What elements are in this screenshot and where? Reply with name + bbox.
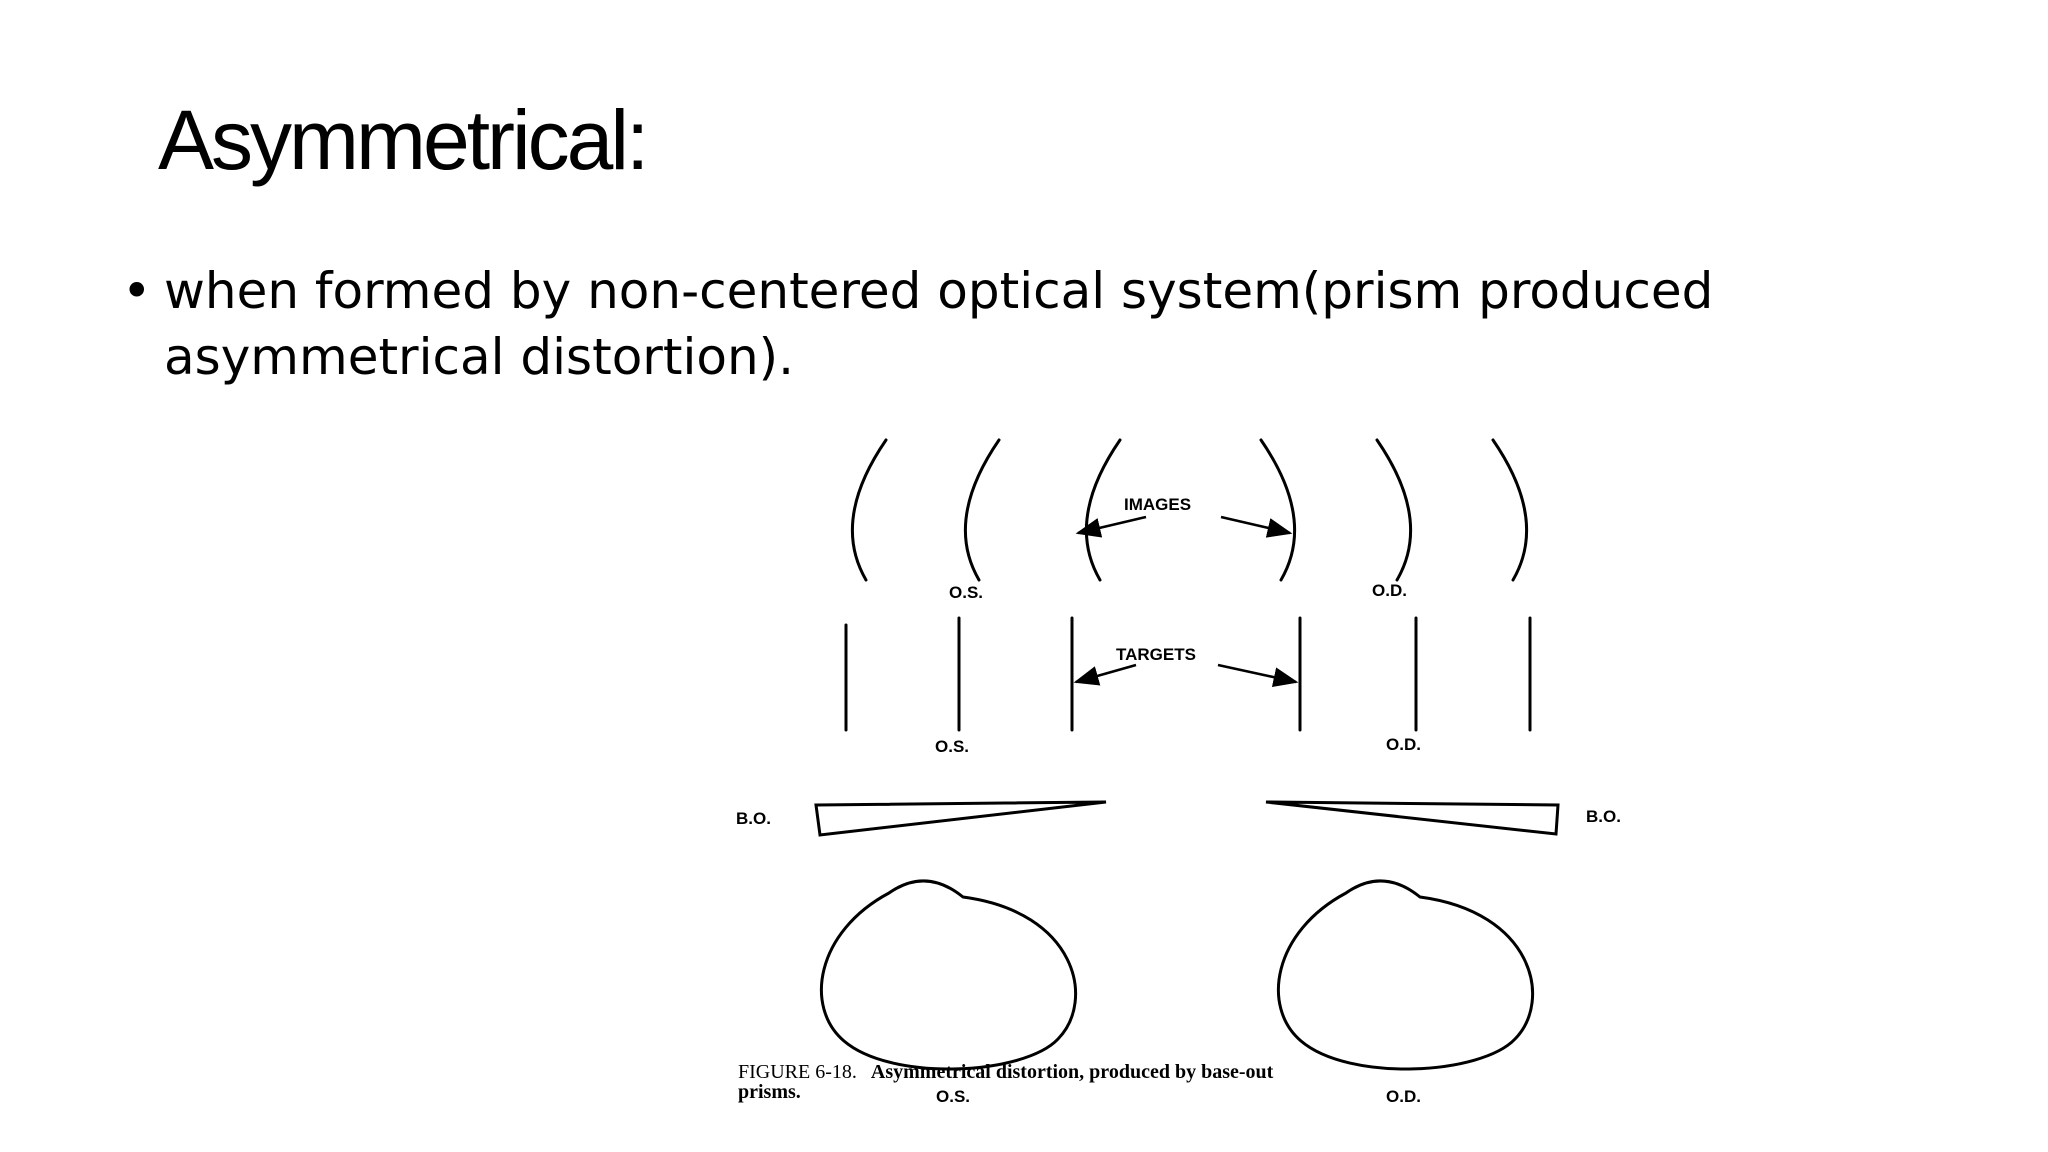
figure-background (716, 420, 1726, 1120)
image-arc-left-2 (963, 438, 1001, 582)
images-arrow-right (1220, 515, 1293, 538)
os-label-eye: O.S. (936, 1087, 970, 1106)
images-label: IMAGES (1124, 495, 1191, 514)
targets-label: TARGETS (1116, 645, 1196, 664)
slide-title: Asymmetrical: (158, 98, 649, 182)
bo-label-left: B.O. (736, 809, 771, 828)
images-arrow-left (1075, 515, 1147, 538)
prism-right (1265, 800, 1560, 836)
od-label-images: O.D. (1372, 581, 1407, 600)
eye-left (820, 879, 1078, 1071)
figure-svg: IMAGES TARGETS O.S. O.D. O.S. O.D. B.O. … (716, 420, 1726, 1120)
bullet-dot: • (122, 262, 152, 320)
image-arc-right-2 (1375, 438, 1413, 582)
figure-caption-line-2: prisms. (738, 1081, 801, 1103)
image-arc-right-1 (1491, 438, 1529, 582)
targets-arrow-right (1217, 663, 1299, 687)
slide-title-colon: : (626, 93, 649, 187)
figure-caption-text: Asymmetrical distortion, produced by bas… (871, 1061, 1274, 1083)
bullet-item: • when formed by non-centered optical sy… (122, 258, 1842, 390)
bullet-text: when formed by non-centered optical syst… (164, 262, 1714, 386)
image-arc-right-3 (1259, 438, 1297, 582)
os-label-images: O.S. (949, 583, 983, 602)
image-arc-left-1 (850, 438, 888, 582)
eye-right (1277, 879, 1535, 1071)
bo-label-right: B.O. (1586, 807, 1621, 826)
figure-caption-prefix: FIGURE 6-18. (738, 1061, 857, 1083)
prism-left (814, 800, 1107, 837)
targets-arrow-left (1073, 663, 1137, 686)
os-label-targets: O.S. (935, 737, 969, 756)
slide-title-text: Asymmetrical (158, 93, 629, 187)
figure-caption: FIGURE 6-18. Asymmetrical distortion, pro… (738, 1061, 1274, 1083)
od-label-eye: O.D. (1386, 1087, 1421, 1106)
image-arc-left-3 (1084, 438, 1122, 582)
od-label-targets: O.D. (1386, 735, 1421, 754)
figure-diagram: IMAGES TARGETS O.S. O.D. O.S. O.D. B.O. … (716, 420, 1726, 1120)
